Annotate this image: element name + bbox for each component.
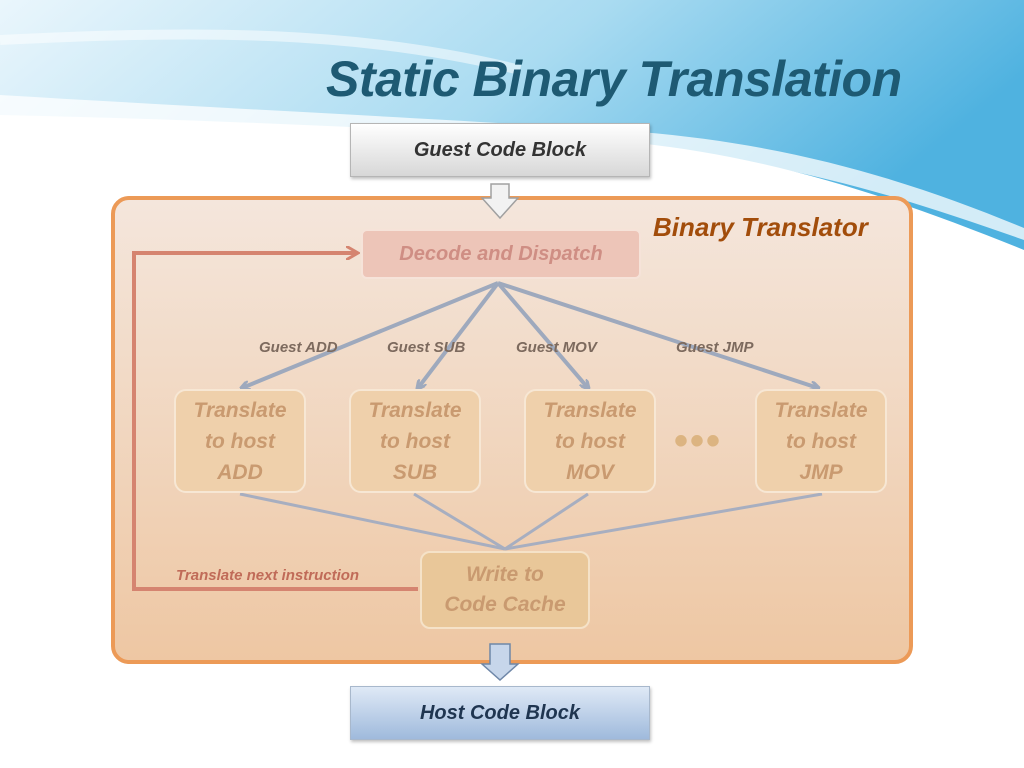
binary-translator-label: Binary Translator	[653, 212, 868, 242]
guest-code-block: Guest Code Block	[350, 123, 650, 177]
loop-arrow	[132, 253, 418, 591]
edge-label-guest-sub: Guest SUB	[387, 339, 466, 356]
translate-sub-line3: SUB	[392, 460, 438, 484]
translate-add-line1: Translate	[193, 398, 287, 422]
host-code-block: Host Code Block	[350, 686, 650, 740]
ellipsis: •••	[674, 419, 723, 463]
translate-jmp-line1: Translate	[774, 398, 868, 422]
write-line2: Code Cache	[444, 593, 566, 616]
translate-sub-box: Translate to host SUB	[349, 389, 481, 493]
edge-guest-mov	[496, 281, 588, 388]
translate-mov-box: Translate to host MOV	[524, 389, 656, 493]
translate-jmp-line2: to host	[786, 429, 856, 453]
down-arrow-bottom	[480, 643, 520, 682]
translate-sub-line2: to host	[380, 429, 450, 453]
edge-guest-jmp	[497, 281, 818, 388]
translate-mov-line1: Translate	[543, 398, 637, 422]
translate-add-line2: to host	[205, 429, 275, 453]
write-line1: Write to	[466, 563, 544, 586]
translate-mov-line2: to host	[555, 429, 625, 453]
translate-jmp-line3: JMP	[799, 460, 843, 484]
down-arrow-top	[480, 183, 520, 220]
decode-and-dispatch-box: Decode and Dispatch	[361, 229, 641, 279]
write-to-code-cache-box: Write to Code Cache	[420, 551, 590, 629]
translate-add-line3: ADD	[217, 460, 263, 484]
translate-sub-line1: Translate	[368, 398, 462, 422]
edge-guest-sub	[418, 281, 500, 388]
edge-guest-add	[242, 281, 499, 388]
translate-add-box: Translate to host ADD	[174, 389, 306, 493]
edge-label-guest-mov: Guest MOV	[516, 339, 597, 356]
translate-jmp-box: Translate to host JMP	[755, 389, 887, 493]
edge-label-guest-jmp: Guest JMP	[676, 339, 754, 356]
slide-title: Static Binary Translation	[326, 51, 902, 107]
translate-next-instruction-label: Translate next instruction	[176, 567, 360, 584]
translate-mov-line3: MOV	[566, 460, 614, 484]
edge-label-guest-add: Guest ADD	[259, 339, 338, 356]
